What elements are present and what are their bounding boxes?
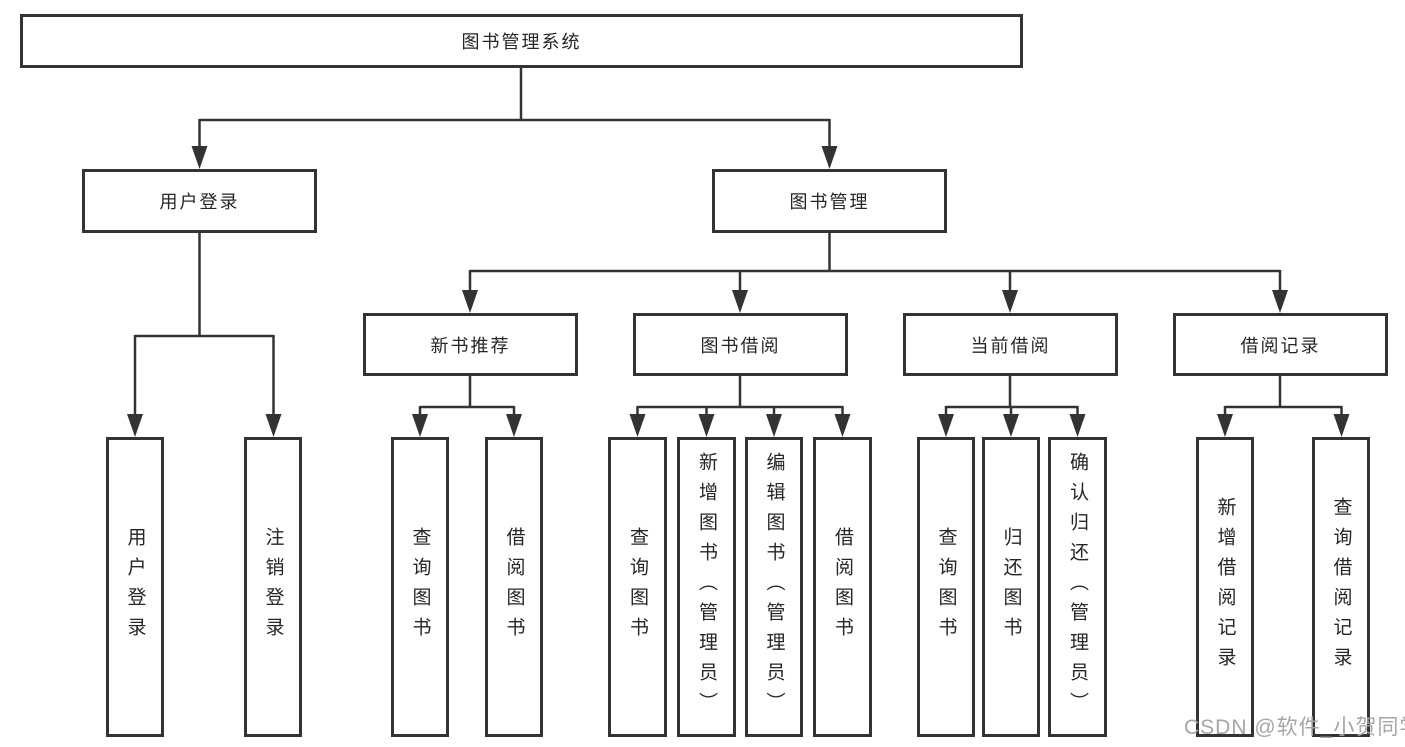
node-leaf-query-borrow-record: 查询借阅记录	[1312, 437, 1370, 737]
node-leaf-logout: 注销登录	[244, 437, 302, 737]
node-user-login: 用户登录	[82, 169, 317, 233]
node-leaf-borrow-book-new: 借阅图书	[485, 437, 543, 737]
watermark: CSDN @软件_小贺同学	[1184, 716, 1405, 739]
node-new-book-recommend: 新书推荐	[363, 313, 578, 376]
node-borrow-records: 借阅记录	[1173, 313, 1388, 376]
node-leaf-add-borrow-record: 新增借阅记录	[1196, 437, 1254, 737]
node-book-management: 图书管理	[712, 169, 947, 233]
node-book-borrow: 图书借阅	[633, 313, 848, 376]
node-leaf-query-book-current: 查询图书	[917, 437, 975, 737]
node-leaf-borrow-book: 借阅图书	[813, 437, 872, 737]
node-leaf-query-book-borrow: 查询图书	[608, 437, 667, 737]
arrowheads	[127, 146, 1350, 437]
node-leaf-add-book-admin: 新增图书（管理员）	[677, 437, 736, 737]
node-leaf-return-book: 归还图书	[982, 437, 1040, 737]
node-root: 图书管理系统	[20, 14, 1023, 68]
node-leaf-edit-book-admin: 编辑图书（管理员）	[745, 437, 803, 737]
node-leaf-confirm-return-admin: 确认归还（管理员）	[1048, 437, 1107, 737]
node-leaf-query-book-new: 查询图书	[391, 437, 449, 737]
node-current-borrow: 当前借阅	[903, 313, 1118, 376]
node-leaf-user-login: 用户登录	[106, 437, 164, 737]
